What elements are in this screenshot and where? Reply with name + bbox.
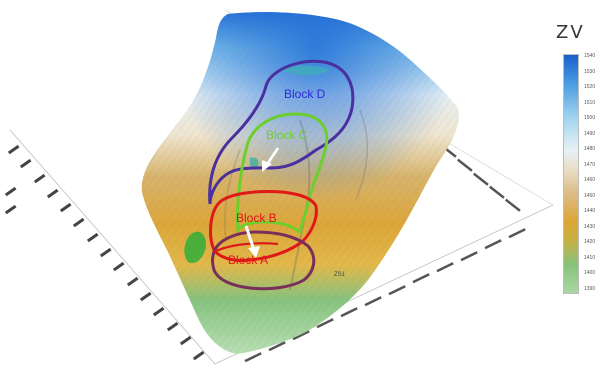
legend-tick-label: 1540 bbox=[584, 53, 596, 59]
contour-label: ZS1 bbox=[334, 272, 346, 278]
legend-tick-label: 1400 bbox=[584, 270, 596, 277]
block-a-label: Block A bbox=[228, 253, 268, 267]
legend-tick-label: 1480 bbox=[584, 146, 596, 153]
legend-tick-label: 1460 bbox=[584, 177, 596, 184]
legend-tick-label: 1490 bbox=[584, 130, 596, 137]
right-axis-ticks bbox=[244, 144, 526, 363]
arrow-a-icon bbox=[244, 225, 260, 258]
block-a-outline bbox=[211, 230, 316, 291]
legend-tick-label: 1440 bbox=[584, 208, 596, 215]
legend-tick-label: 1430 bbox=[584, 223, 596, 230]
left-axis-ticks bbox=[4, 144, 205, 361]
block-labels: Block D Block C Block B Block A bbox=[228, 87, 326, 267]
arrow-c-icon bbox=[262, 147, 280, 172]
legend-tick-label: 1450 bbox=[584, 192, 596, 199]
legend-tick-label: 1470 bbox=[584, 161, 596, 168]
legend-title: ZV bbox=[556, 22, 585, 43]
legend-tick-label: 1420 bbox=[584, 239, 596, 246]
block-c-label: Block C bbox=[266, 128, 308, 142]
block-outlines bbox=[208, 59, 355, 291]
block-d-outline bbox=[208, 59, 355, 205]
legend-tick-label: 1390 bbox=[584, 285, 596, 292]
block-c-outline bbox=[235, 112, 329, 235]
legend-tick-label: 1520 bbox=[584, 84, 596, 91]
legend-labels: 1540 1530 1520 1510 1500 1490 1480 1470 1460 1450… bbox=[584, 54, 604, 292]
terrain-surface bbox=[141, 12, 459, 354]
arrow-icons bbox=[244, 147, 280, 258]
legend-tick-label: 1500 bbox=[584, 115, 596, 122]
block-d-label: Block D bbox=[284, 87, 326, 101]
legend-tick-label: 1530 bbox=[584, 68, 596, 75]
legend-tick-label: 1410 bbox=[584, 254, 596, 261]
elevation-legend-bar bbox=[563, 54, 579, 294]
legend-tick-label: 1510 bbox=[584, 99, 596, 106]
block-b-label: Block B bbox=[236, 211, 277, 225]
